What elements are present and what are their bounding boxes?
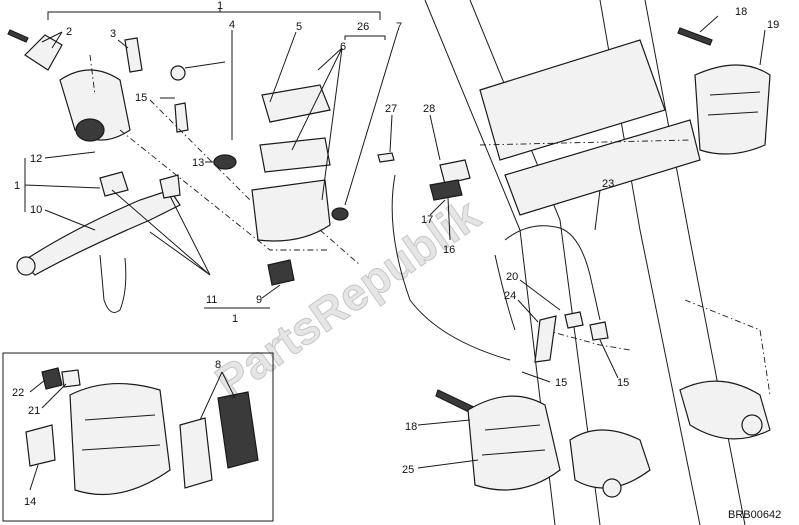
callout-15-middle: 15 bbox=[555, 377, 567, 389]
callout-9: 9 bbox=[256, 294, 262, 306]
callout-15-upper: 15 bbox=[135, 92, 147, 104]
callout-1-bottom: 1 bbox=[232, 313, 238, 325]
callout-labels: 1 2 3 4 5 26 7 6 15 13 12 1 10 11 9 1 27… bbox=[12, 0, 779, 508]
callout-23: 23 bbox=[602, 178, 614, 190]
callout-19: 19 bbox=[767, 19, 779, 31]
callout-16: 16 bbox=[443, 244, 455, 256]
leader-lines bbox=[24, 15, 766, 491]
callout-27: 27 bbox=[385, 103, 397, 115]
callout-1-left: 1 bbox=[14, 180, 20, 192]
callout-10: 10 bbox=[30, 204, 42, 216]
callout-17: 17 bbox=[421, 214, 433, 226]
caliper-bottom-right bbox=[435, 389, 561, 491]
fork-assembly bbox=[424, 0, 771, 525]
callout-25: 25 bbox=[402, 464, 414, 476]
callout-11: 11 bbox=[206, 294, 217, 306]
callout-3: 3 bbox=[110, 28, 116, 40]
caliper-top-right bbox=[677, 27, 771, 155]
callout-12: 12 bbox=[30, 153, 42, 165]
callout-14: 14 bbox=[24, 496, 36, 508]
callout-13: 13 bbox=[192, 157, 204, 169]
callout-5: 5 bbox=[296, 21, 302, 33]
callout-4: 4 bbox=[229, 19, 235, 31]
callout-15-right: 15 bbox=[617, 377, 629, 389]
callout-6: 6 bbox=[340, 41, 346, 53]
callout-22: 22 bbox=[12, 387, 24, 399]
callout-8: 8 bbox=[215, 359, 221, 371]
watermark: PartsRepublik bbox=[206, 188, 490, 408]
callout-26: 26 bbox=[357, 21, 369, 33]
callout-20: 20 bbox=[506, 271, 518, 283]
callout-2: 2 bbox=[66, 26, 72, 38]
callout-24: 24 bbox=[504, 290, 516, 302]
callout-18-bottom: 18 bbox=[405, 421, 417, 433]
callout-21: 21 bbox=[28, 405, 40, 417]
callout-7: 7 bbox=[396, 21, 402, 33]
brake-line-assembly bbox=[377, 152, 609, 363]
inset-caliper-pads bbox=[2, 352, 274, 522]
master-cylinder-assembly bbox=[7, 8, 386, 313]
callout-18-top: 18 bbox=[735, 6, 747, 18]
callout-28: 28 bbox=[423, 103, 435, 115]
callout-1-top: 1 bbox=[217, 0, 223, 12]
drawing-code: BRB00642 bbox=[728, 509, 781, 521]
